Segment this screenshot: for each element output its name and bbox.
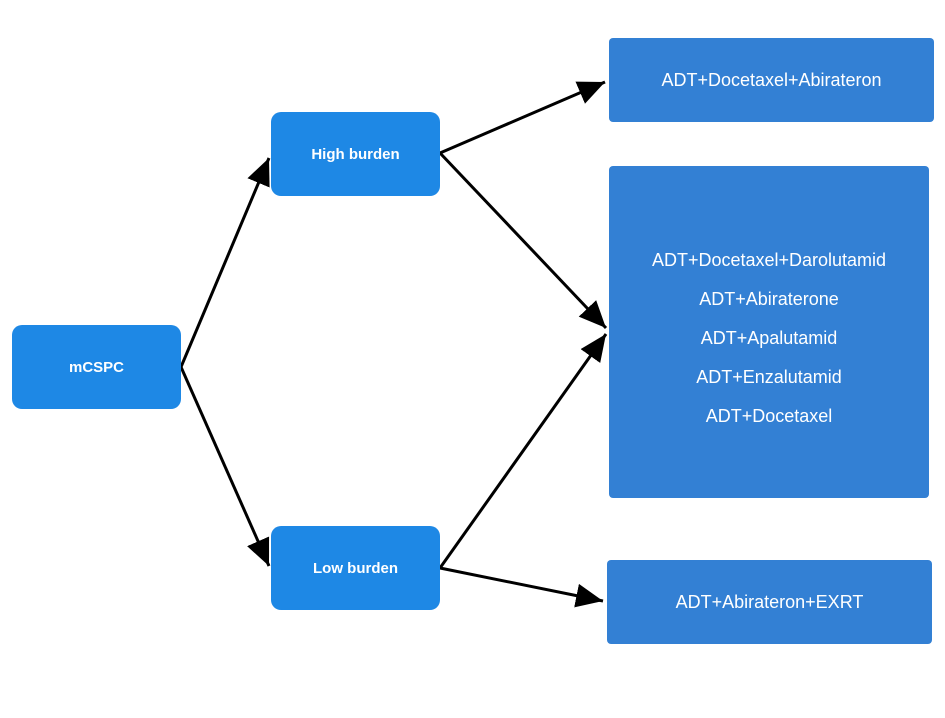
node-high-burden: High burden — [271, 112, 440, 196]
node-high-burden-label: High burden — [311, 145, 400, 163]
node-shared-regimens: ADT+Docetaxel+Darolutamid ADT+Abirateron… — [609, 166, 929, 498]
node-mcspc-label: mCSPC — [68, 358, 124, 376]
arrow-high-burden-to-shared — [438, 151, 608, 330]
arrow-low-burden-to-shared — [438, 333, 608, 569]
arrow-low-burden-to-exrt — [439, 566, 604, 608]
node-mcspc: mCSPC — [12, 325, 181, 409]
regimen-item: ADT+Apalutamid — [700, 327, 838, 348]
arrow-high-burden-to-triplet — [439, 80, 606, 155]
node-low-burden: Low burden — [271, 526, 440, 610]
node-low-burden-label: Low burden — [313, 559, 398, 577]
regimen-item: ADT+Enzalutamid — [696, 366, 842, 387]
node-low-burden-regimen-label: ADT+Abirateron+EXRT — [675, 591, 864, 612]
regimen-item: ADT+Abiraterone — [699, 288, 839, 309]
node-high-burden-regimen: ADT+Docetaxel+Abirateron — [609, 38, 934, 122]
regimen-item: ADT+Docetaxel — [705, 405, 833, 426]
node-high-burden-regimen-label: ADT+Docetaxel+Abirateron — [661, 69, 882, 90]
arrow-mcspc-to-high-burden — [179, 157, 271, 368]
node-low-burden-regimen: ADT+Abirateron+EXRT — [607, 560, 932, 644]
regimen-item: ADT+Docetaxel+Darolutamid — [651, 249, 887, 270]
arrow-mcspc-to-low-burden — [179, 366, 271, 567]
